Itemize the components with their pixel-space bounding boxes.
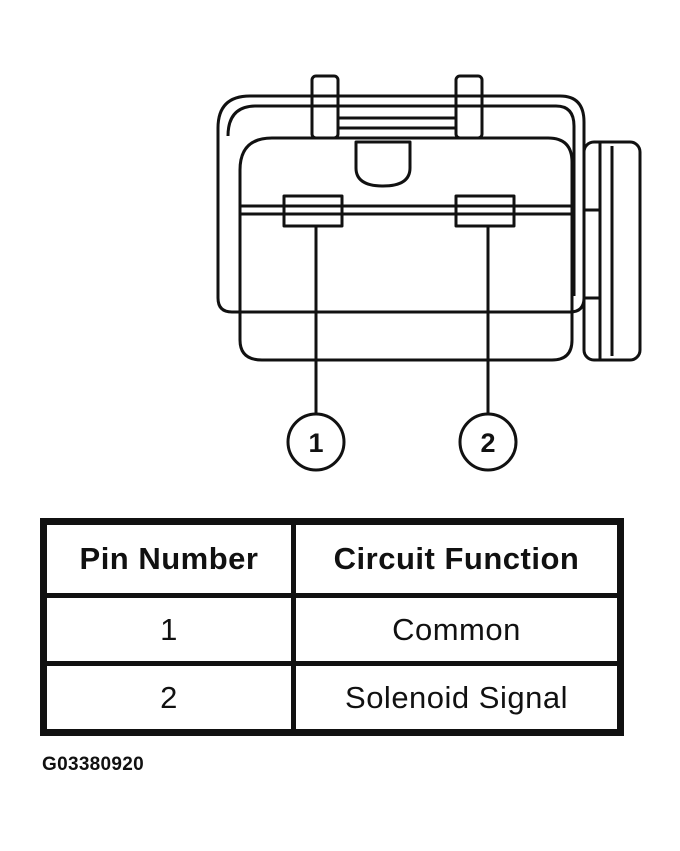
pin-function-table: Pin Number Circuit Function 1 Common 2 S…	[40, 518, 624, 736]
terminal-cavity-1	[282, 194, 344, 228]
pin-callout-2-circle	[458, 412, 518, 472]
cell-pin-number: 1	[47, 598, 296, 666]
connector-diagram: 1 2	[216, 74, 642, 472]
pin-callout-2-label: 2	[480, 428, 495, 458]
header-circuit-function: Circuit Function	[296, 525, 617, 598]
header-pin-number: Pin Number	[47, 525, 296, 598]
figure-id: G03380920	[42, 754, 145, 775]
connector-side-latch	[582, 140, 642, 362]
polarizing-key	[354, 140, 412, 188]
pin-callout-1-label: 1	[308, 428, 323, 458]
table-row: 2 Solenoid Signal	[47, 666, 617, 729]
table-row: 1 Common	[47, 598, 617, 666]
terminal-cavity-2	[454, 194, 516, 228]
connector-housing-inner-edge	[226, 104, 576, 296]
cell-circuit-function: Common	[296, 598, 617, 666]
cell-circuit-function: Solenoid Signal	[345, 679, 568, 715]
pin-callout-1-circle	[286, 412, 346, 472]
connector-front-face	[238, 136, 574, 362]
cell-pin-number: 2	[47, 666, 296, 729]
table-header-row: Pin Number Circuit Function	[47, 525, 617, 598]
